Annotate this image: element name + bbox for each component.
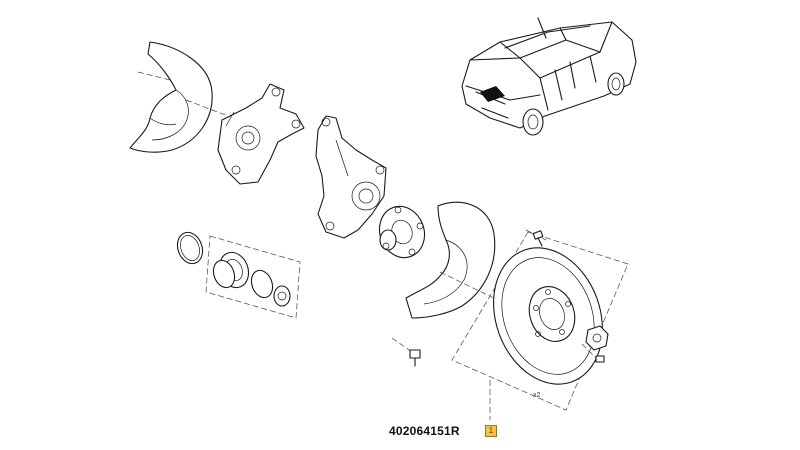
vehicle-illustration [461, 17, 637, 136]
dust-shield-lower [405, 201, 499, 319]
wheel-hub [378, 205, 426, 259]
dust-shield-upper [129, 41, 229, 153]
part-number-label: 402064151R [389, 424, 460, 438]
quantity-label: x2 [533, 392, 541, 399]
brake-disc-assembly [451, 231, 629, 420]
steering-knuckle-1 [217, 83, 305, 185]
hub-nut [581, 325, 609, 363]
shield-bolt [391, 337, 421, 367]
disc-screw [525, 229, 547, 247]
bearing-kit [205, 235, 301, 319]
snap-ring [176, 231, 204, 265]
callout-marker[interactable]: 1 [485, 425, 497, 437]
steering-knuckle-2 [315, 115, 387, 239]
